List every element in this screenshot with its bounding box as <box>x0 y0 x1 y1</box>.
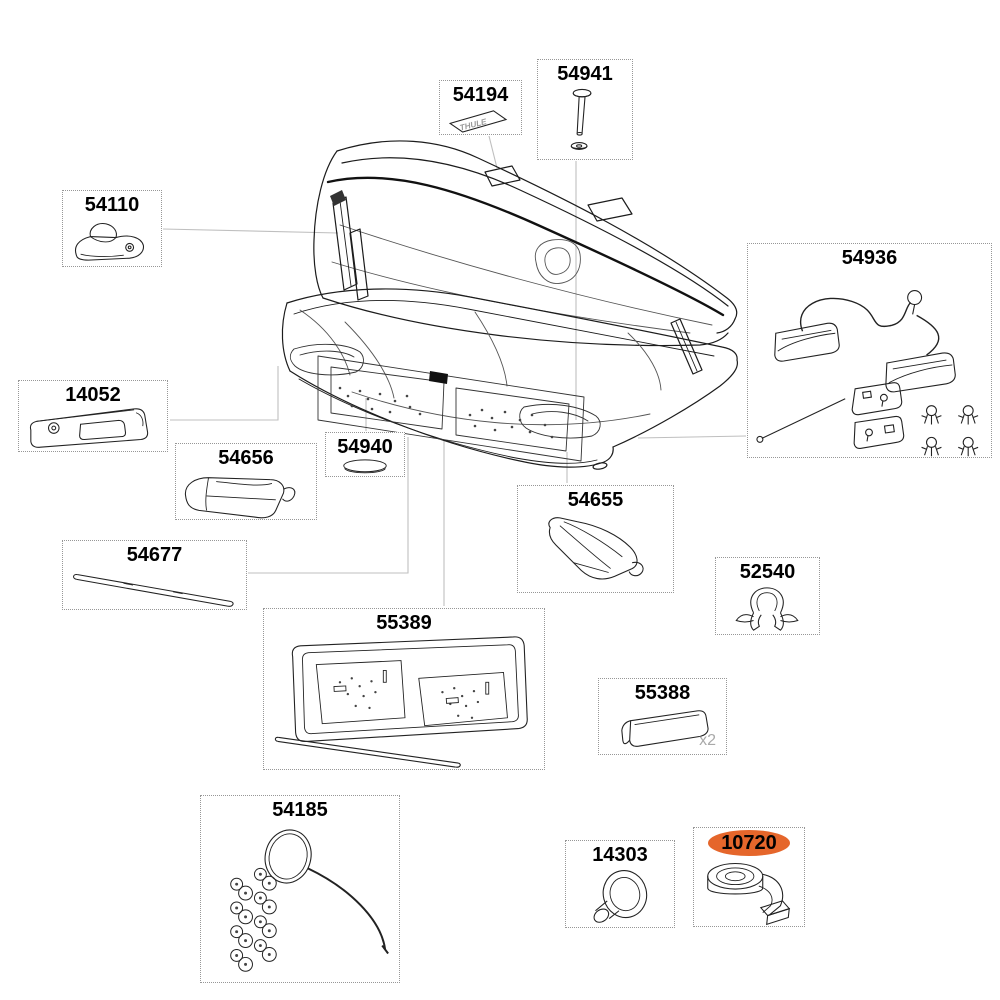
cap-drawing <box>343 459 387 474</box>
corner-cover-drawing <box>548 517 644 580</box>
part-number-label: 54110 <box>84 194 140 216</box>
part-box-54185[interactable]: 54185 <box>200 795 400 983</box>
clip-drawing <box>735 587 799 631</box>
part-number-label: 55389 <box>376 612 432 634</box>
corner-cover-drawing <box>184 477 296 519</box>
part-number-label: 54655 <box>567 489 624 511</box>
part-box-54655[interactable]: 54655 <box>517 485 674 593</box>
strip-drawing <box>73 574 234 607</box>
part-box-54677[interactable]: 54677 <box>62 540 247 610</box>
push-clips <box>921 405 979 457</box>
part-number-label: 54941 <box>557 63 613 85</box>
part-number-label: 54940 <box>337 436 393 458</box>
grommet-drawing <box>593 870 648 923</box>
part-box-54656[interactable]: 54656 <box>175 443 317 520</box>
part-box-54941[interactable]: 54941 <box>537 59 633 160</box>
cargo-box-drawing <box>281 140 739 470</box>
quantity-note: x2 <box>699 732 716 749</box>
plate-holder-drawing <box>274 636 528 768</box>
part-box-14303[interactable]: 14303 <box>565 840 675 928</box>
part-number-label: 52540 <box>739 561 796 583</box>
part-box-54194[interactable]: 54194 THULE <box>439 80 522 135</box>
part-number-label: 14052 <box>65 384 121 406</box>
part-box-10720[interactable]: 10720 <box>693 827 805 927</box>
part-number-label: 54656 <box>218 447 274 469</box>
part-number-label: 54936 <box>841 247 898 269</box>
part-box-55389[interactable]: 55389 <box>263 608 545 770</box>
part-number-label: 10720 <box>708 830 790 856</box>
part-box-54940[interactable]: 54940 <box>325 432 405 477</box>
sticker-drawing: THULE <box>448 110 508 133</box>
part-box-52540[interactable]: 52540 <box>715 557 820 635</box>
cable-clips <box>230 867 277 972</box>
cable-kit-drawing <box>230 829 389 972</box>
part-box-54110[interactable]: 54110 <box>62 190 162 267</box>
part-number-label: 54194 <box>452 84 509 106</box>
leader-lines <box>162 135 747 606</box>
plate-drill-holes <box>338 386 554 439</box>
part-number-label: 54185 <box>272 799 328 821</box>
handle-drawing <box>29 408 149 448</box>
part-number-label: 14303 <box>592 844 648 866</box>
bolt-drawing <box>570 88 592 150</box>
part-box-55388[interactable]: 55388 x2 <box>598 678 727 755</box>
light-kit-drawing <box>756 290 979 457</box>
highlight-ellipse: 10720 <box>708 830 790 856</box>
part-box-54936[interactable]: 54936 <box>747 243 992 458</box>
bracket-drawing <box>75 222 144 261</box>
part-number-label: 54677 <box>126 544 183 566</box>
strap-drawing <box>707 862 791 926</box>
bumper-drawing <box>621 710 709 747</box>
part-number-label: 55388 <box>634 682 691 704</box>
part-box-14052[interactable]: 14052 <box>18 380 168 452</box>
